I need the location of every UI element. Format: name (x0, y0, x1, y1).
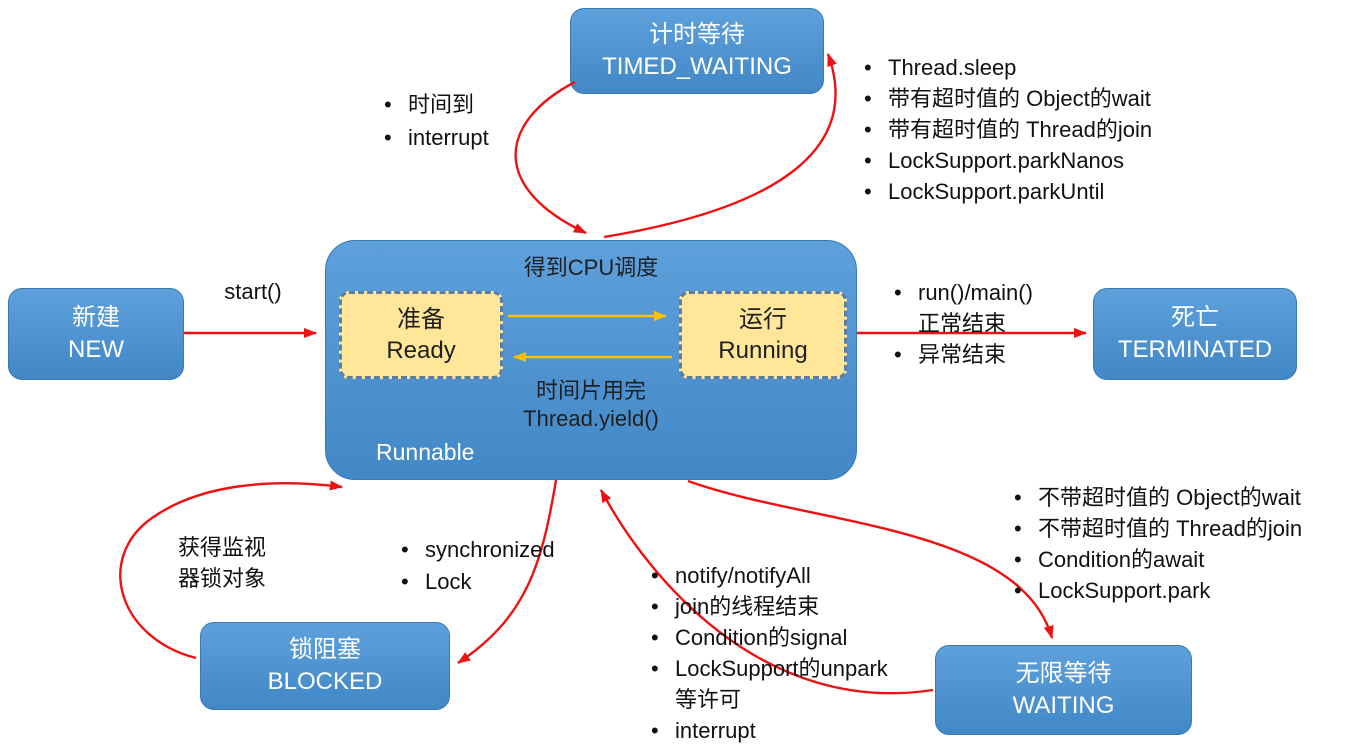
substate-running-en: Running (718, 337, 808, 364)
list-item: 带有超时值的 Object的wait (858, 83, 1152, 114)
state-terminated: 死亡 TERMINATED (1093, 288, 1297, 380)
timeslice-label: 时间片用完 Thread.yield() (506, 377, 676, 433)
state-new-zh: 新建 (72, 304, 120, 332)
state-timed-waiting-en: TIMED_WAITING (602, 53, 792, 80)
state-new: 新建 NEW (8, 288, 184, 380)
list-item: LockSupport.park (1008, 575, 1302, 606)
list-item: 不带超时值的 Thread的join (1008, 513, 1302, 544)
state-blocked-zh: 锁阻塞 (289, 636, 361, 664)
start-call-label: start() (224, 279, 282, 304)
state-runnable: 得到CPU调度 准备 Ready 运行 Running 时间片用完 Thread… (325, 240, 857, 480)
list-item: run()/main() (888, 277, 1033, 308)
waiting-exit-list: notify/notifyAll join的线程结束 Condition的sig… (645, 560, 888, 746)
state-new-en: NEW (68, 336, 124, 363)
timeslice-label-line2: Thread.yield() (523, 406, 659, 431)
blocked-enter-list: synchronized Lock (395, 534, 555, 598)
list-item: 异常结束 (888, 339, 1033, 370)
substate-running-zh: 运行 (739, 305, 787, 333)
list-item: interrupt (645, 715, 888, 746)
substate-running: 运行 Running (679, 291, 847, 379)
timeslice-label-line1: 时间片用完 (535, 378, 646, 403)
list-item: 带有超时值的 Thread的join (858, 114, 1152, 145)
list-item: join的线程结束 (645, 591, 888, 622)
substate-ready: 准备 Ready (339, 291, 503, 379)
list-item: Thread.sleep (858, 52, 1152, 83)
waiting-enter-list: 不带超时值的 Object的wait 不带超时值的 Thread的join Co… (1008, 482, 1302, 606)
state-waiting: 无限等待 WAITING (935, 645, 1192, 735)
list-item: interrupt (378, 121, 489, 154)
monitor-lock-label-line1: 获得监视 (178, 535, 267, 560)
list-item: Condition的signal (645, 622, 888, 653)
list-item: Lock (395, 566, 555, 598)
state-terminated-zh: 死亡 (1171, 304, 1219, 332)
cpu-schedule-label: 得到CPU调度 (523, 255, 659, 280)
list-item: synchronized (395, 534, 555, 566)
timed-waiting-enter-list: Thread.sleep 带有超时值的 Object的wait 带有超时值的 T… (858, 52, 1152, 207)
list-item: 不带超时值的 Object的wait (1008, 482, 1302, 513)
substate-ready-zh: 准备 (397, 305, 445, 333)
list-item: LockSupport.parkNanos (858, 145, 1152, 176)
list-item: Condition的await (1008, 544, 1302, 575)
monitor-lock-label-line2: 器锁对象 (178, 566, 267, 591)
state-waiting-zh: 无限等待 (1015, 660, 1112, 688)
state-timed-waiting: 计时等待 TIMED_WAITING (570, 8, 824, 94)
list-item: LockSupport.parkUntil (858, 176, 1152, 207)
list-item: LockSupport的unpark (645, 653, 888, 684)
terminated-enter-list: run()/main() 正常结束 异常结束 (888, 277, 1033, 370)
state-waiting-en: WAITING (1012, 692, 1115, 719)
list-item: notify/notifyAll (645, 560, 888, 591)
monitor-lock-label: 获得监视 器锁对象 (178, 532, 266, 594)
list-item-continuation: 正常结束 (918, 311, 1007, 336)
state-timed-waiting-zh: 计时等待 (649, 21, 745, 49)
edge-timed-waiting-to-runnable (514, 80, 587, 235)
state-blocked: 锁阻塞 BLOCKED (200, 622, 450, 710)
substate-ready-en: Ready (386, 337, 456, 364)
timed-waiting-exit-list: 时间到 interrupt (378, 88, 489, 154)
state-terminated-en: TERMINATED (1117, 336, 1273, 363)
runnable-label: Runnable (376, 439, 475, 465)
list-item-continuation: 等许可 (675, 687, 742, 712)
state-blocked-en: BLOCKED (267, 668, 383, 695)
list-item: 时间到 (378, 88, 489, 121)
